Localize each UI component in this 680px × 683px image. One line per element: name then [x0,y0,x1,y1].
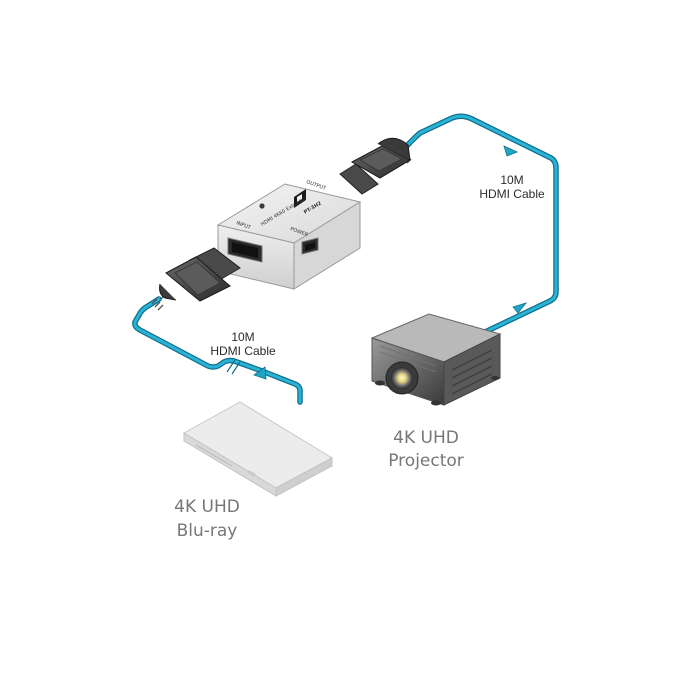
arrow-icon [503,145,519,157]
cable-bottom [132,293,303,405]
cable-bottom-label: 10M HDMI Cable [210,330,276,358]
arrow-icon [512,302,528,314]
cable-top-type: HDMI Cable [479,187,545,201]
cable-top-label: 10M HDMI Cable [479,173,545,201]
projector-lens-icon [391,367,413,389]
brand-logo [294,189,306,208]
bluray-label: 4K UHD Blu-ray [174,497,240,541]
led-icon [259,203,265,209]
cable-bottom-length: 10M [231,330,254,344]
hdmi-plug-input [159,247,241,302]
extender-device: INPUT HDMI 4K60 Extender PT-3H2 OUTPUT P… [216,179,362,290]
bluray-label-line2: Blu-ray [177,521,238,541]
cable-top-length: 10M [500,173,523,187]
projector-label: 4K UHD Projector [388,428,464,471]
projector-device [370,313,502,406]
arrow-icon [253,366,267,380]
cable-bottom-type: HDMI Cable [210,344,276,358]
projector-label-line2: Projector [388,451,464,471]
hdmi-plug-output [339,137,412,195]
input-label: INPUT [235,220,252,231]
cable-top [397,113,559,336]
bluray-device [182,401,334,497]
projector-label-line1: 4K UHD [393,428,459,448]
bluray-label-line1: 4K UHD [174,497,240,517]
